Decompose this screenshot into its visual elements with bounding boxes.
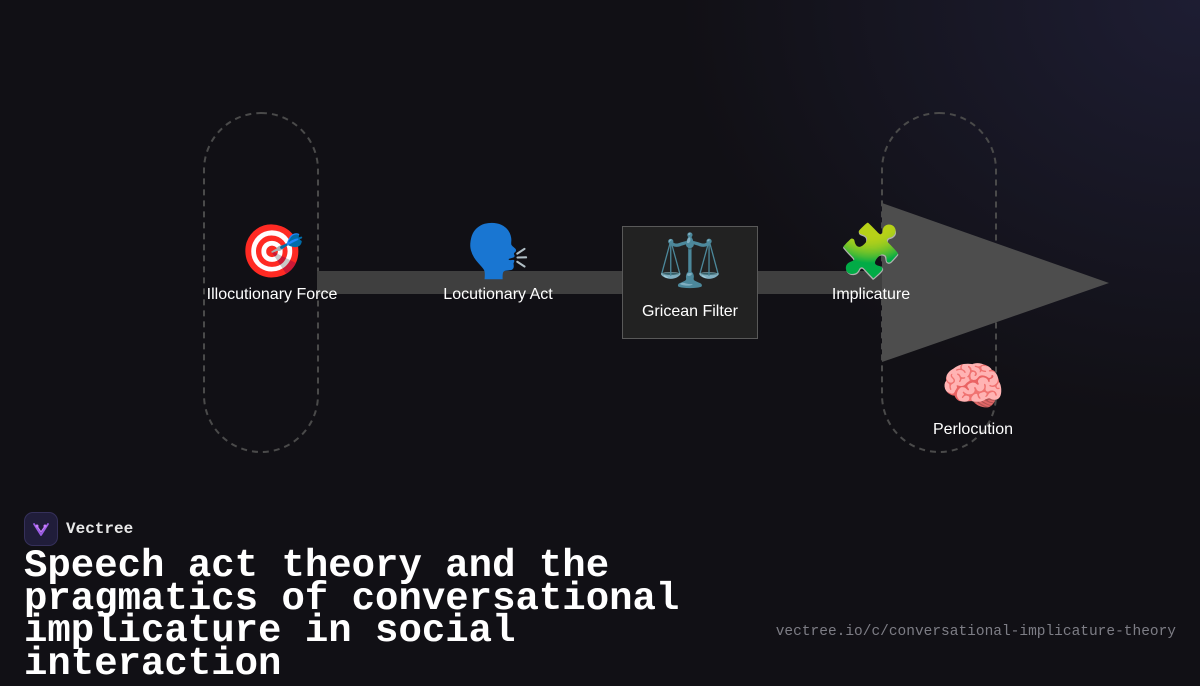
balance-scale-icon: ⚖️ bbox=[657, 231, 723, 291]
flow-arrow-head bbox=[882, 203, 1109, 362]
speaking-head-icon: 🗣️ bbox=[465, 222, 531, 282]
source-url: vectree.io/c/conversational-implicature-… bbox=[775, 624, 1176, 640]
node-implicature: 🧩 Implicature bbox=[791, 222, 951, 304]
vectree-logo-icon bbox=[24, 512, 58, 546]
node-label: Implicature bbox=[831, 286, 911, 303]
brand: Vectree bbox=[24, 512, 133, 546]
page-title: Speech act theory and the pragmatics of … bbox=[24, 544, 680, 686]
node-label: Locutionary Act bbox=[443, 286, 553, 303]
node-gricean-filter: ⚖️ Gricean Filter bbox=[622, 226, 758, 339]
node-illocutionary-force: 🎯 Illocutionary Force bbox=[192, 222, 352, 304]
node-label: Gricean Filter bbox=[641, 303, 739, 320]
target-icon: 🎯 bbox=[239, 222, 305, 282]
node-perlocution: 🧠 Perlocution bbox=[893, 357, 1053, 439]
brand-name: Vectree bbox=[66, 520, 134, 538]
puzzle-piece-icon: 🧩 bbox=[838, 222, 904, 282]
node-label: Perlocution bbox=[932, 421, 1014, 438]
brain-icon: 🧠 bbox=[940, 357, 1006, 417]
node-label: Illocutionary Force bbox=[206, 286, 338, 303]
node-locutionary-act: 🗣️ Locutionary Act bbox=[418, 222, 578, 304]
